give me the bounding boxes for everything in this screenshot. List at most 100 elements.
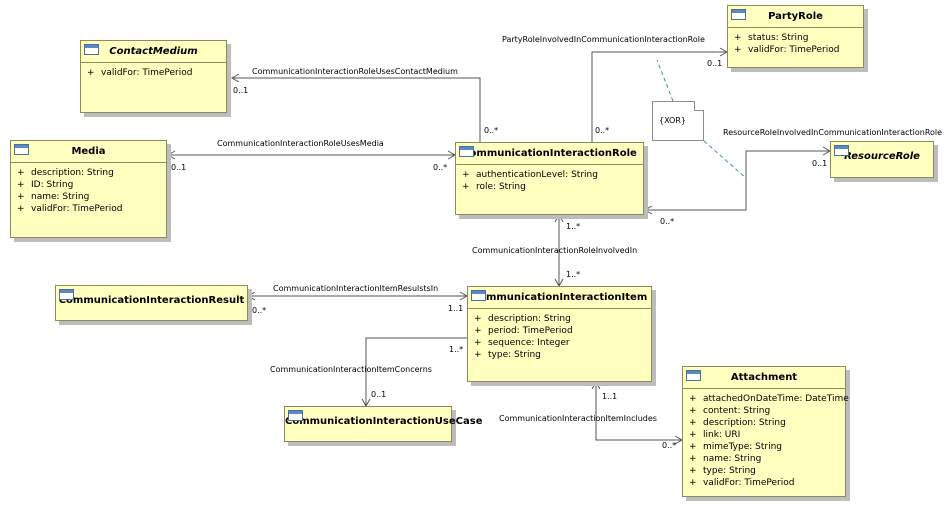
note-fold-corner — [694, 101, 704, 111]
attribute-row: + validFor: TimePeriod — [87, 67, 226, 79]
visibility-marker: + — [689, 442, 697, 452]
arrowhead-media — [166, 150, 176, 160]
class-icon — [471, 290, 486, 301]
visibility-marker: + — [474, 338, 482, 348]
attribute-list: +attachedOnDateTime: DateTime+content: S… — [683, 389, 849, 489]
attribute-text: validFor: TimePeriod — [31, 204, 123, 214]
attribute-text: name: String — [31, 192, 90, 202]
attribute-text: status: String — [748, 33, 809, 43]
attribute-row: + link: URI — [689, 429, 845, 441]
mult-contact-medium: 0..1 — [233, 86, 249, 95]
visibility-marker: + — [17, 168, 25, 178]
attribute-text: role: String — [476, 182, 526, 192]
attribute-row: +attachedOnDateTime: DateTime — [689, 393, 849, 405]
class-icon — [84, 44, 99, 55]
arrowhead-role-from-resource — [643, 205, 653, 215]
xor-constraint-note[interactable]: {XOR} — [652, 101, 704, 141]
assoc-label-uses-media: CommunicationInteractionRoleUsesMedia — [217, 139, 384, 148]
visibility-marker: + — [474, 314, 482, 324]
attribute-list: +description: String+period: TimePeriod+… — [468, 309, 651, 361]
attribute-text: authenticationLevel: String — [476, 170, 598, 180]
arrowhead-item-from-attachment — [591, 380, 601, 390]
class-name: CommunicationInteractionUseCase — [285, 416, 483, 427]
assoc-line-includes — [595, 382, 682, 441]
class-communication-interaction-role[interactable]: CommunicationInteractionRole +authentica… — [455, 142, 644, 215]
attribute-text: ID: String — [31, 180, 74, 190]
class-communication-interaction-item[interactable]: CommunicationInteractionItem +descriptio… — [467, 286, 652, 382]
attribute-list: +authenticationLevel: String+role: Strin… — [456, 165, 643, 193]
class-icon — [14, 144, 29, 155]
attribute-text: description: String — [703, 418, 786, 428]
visibility-marker: + — [689, 430, 697, 440]
attribute-row: + status: String — [734, 32, 863, 44]
class-name: CommunicationInteractionItem — [471, 292, 648, 303]
attribute-row: +type: String — [474, 349, 651, 361]
visibility-marker: + — [689, 406, 697, 416]
class-icon — [834, 145, 849, 156]
attribute-row: + period: TimePeriod — [474, 325, 651, 337]
class-attachment[interactable]: Attachment +attachedOnDateTime: DateTime… — [682, 366, 849, 497]
attribute-row: +content: String — [689, 405, 845, 417]
visibility-marker: + — [87, 68, 95, 78]
note-text: {XOR} — [659, 116, 687, 125]
visibility-marker: + — [689, 466, 697, 476]
class-header: CommunicationInteractionUseCase — [285, 407, 482, 441]
class-name: Media — [71, 146, 106, 157]
assoc-label-resource-role: ResourceRoleInvolvedInCommunicationInter… — [723, 128, 943, 137]
class-icon — [459, 146, 474, 157]
class-party-role[interactable]: PartyRole +status: String+validFor: Time… — [727, 5, 864, 68]
mult-results-item: 1..1 — [448, 304, 464, 313]
mult-concerns-item: 1..* — [449, 345, 464, 354]
xor-dash-resource-role — [703, 140, 747, 179]
class-name: CommunicationInteractionRole — [462, 148, 637, 159]
attribute-list: + validFor: TimePeriod — [81, 63, 226, 79]
mult-includes-item: 1..1 — [602, 392, 618, 401]
mult-role-party-role: 0..* — [595, 126, 610, 135]
arrowhead-contact-medium — [230, 73, 240, 83]
attribute-text: validFor: TimePeriod — [101, 68, 193, 78]
class-header: PartyRole — [728, 6, 863, 28]
attribute-row: +validFor: TimePeriod — [17, 203, 166, 215]
class-name: ResourceRole — [844, 151, 920, 162]
visibility-marker: + — [689, 418, 697, 428]
class-communication-interaction-result[interactable]: CommunicationInteractionResult — [55, 285, 248, 321]
attribute-row: +description: String — [474, 313, 651, 325]
attribute-row: + description: String — [689, 417, 845, 429]
attribute-text: validFor: TimePeriod — [703, 478, 795, 488]
assoc-label-includes: CommunicationInteractionItemIncludes — [499, 414, 657, 423]
class-header: CommunicationInteractionRole — [456, 143, 643, 165]
mult-resource-role: 0..1 — [812, 159, 828, 168]
visibility-marker: + — [734, 33, 742, 43]
class-icon — [686, 370, 701, 381]
assoc-label-role-involved-in: CommunicationInteractionRoleInvolvedIn — [472, 246, 638, 255]
attribute-row: + name: String — [17, 191, 166, 203]
mult-concerns-use-case: 0..1 — [371, 390, 387, 399]
class-communication-interaction-use-case[interactable]: CommunicationInteractionUseCase — [284, 406, 482, 442]
assoc-label-concerns: CommunicationInteractionItemConcerns — [270, 365, 432, 374]
assoc-line-uses-contact-medium — [232, 77, 481, 142]
attribute-row: +role: String — [462, 181, 643, 193]
class-resource-role[interactable]: ResourceRole — [830, 141, 934, 178]
assoc-line-concerns — [365, 337, 467, 406]
attribute-row: +ID: String — [17, 179, 166, 191]
arrowhead-role-up — [554, 213, 564, 223]
visibility-marker: + — [474, 326, 482, 336]
visibility-marker: + — [17, 192, 25, 202]
attribute-row: +validFor: TimePeriod — [689, 477, 845, 489]
attribute-row: +name: String — [689, 453, 845, 465]
attribute-text: description: String — [31, 168, 114, 178]
class-name: CommunicationInteractionResult — [58, 295, 245, 306]
attribute-list: + description: String+ID: String+ name: St… — [11, 163, 166, 215]
class-media[interactable]: Media + description: String+ID: String+ na… — [10, 140, 167, 238]
class-header: CommunicationInteractionResult — [56, 286, 247, 320]
assoc-label-results-in: CommunicationInteractionItemResulstsIn — [273, 284, 439, 293]
assoc-label-party-role: PartyRoleInvolvedInCommunicationInteract… — [502, 35, 705, 44]
attribute-text: period: TimePeriod — [488, 326, 573, 336]
mult-includes-attachment: 0..* — [662, 441, 677, 450]
mult-party-role: 0..1 — [707, 59, 723, 68]
attribute-text: link: URI — [703, 430, 741, 440]
mult-role-contact-medium: 0..* — [484, 126, 499, 135]
class-contact-medium[interactable]: ContactMedium +validFor: TimePeriod — [80, 40, 227, 113]
attribute-text: sequence: Integer — [488, 338, 570, 348]
class-header: Attachment — [683, 367, 845, 389]
